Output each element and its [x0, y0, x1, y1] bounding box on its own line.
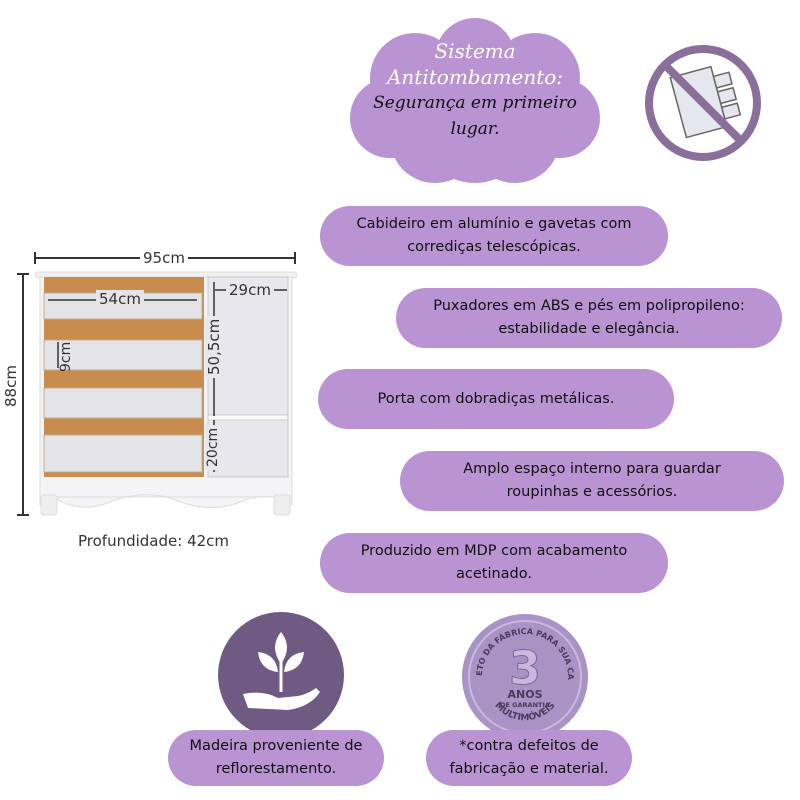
feature-text: Produzido em MDP com acabamento [360, 543, 628, 559]
cloud-shape [350, 18, 600, 183]
feature-text: corrediças telescópicas. [407, 239, 581, 255]
depth-label: Profundidade: 42cm [78, 532, 230, 550]
feature-text: Porta com dobradiças metálicas. [377, 390, 615, 407]
furniture-drawing [17, 252, 298, 516]
seal-anos: ANOS [508, 688, 543, 701]
feature-text: acetinado. [455, 566, 532, 582]
eco-text: reflorestamento. [215, 761, 337, 777]
lower-compartment-height-label: 20cm [205, 424, 221, 470]
drawer-height-label: 9cm [58, 341, 74, 372]
title-line1: Sistema [434, 39, 516, 63]
warranty-seal: DIRETO DA FÁBRICA PARA SUA CASA 3 ANOS D… [460, 612, 588, 740]
feature-text: estabilidade e elegância. [498, 321, 680, 337]
eco-text: Madeira proveniente de [189, 738, 363, 754]
compartment-width-label: 29cm [226, 281, 274, 299]
warranty-text: *contra defeitos de [459, 738, 599, 754]
subtitle-line2: lugar. [450, 119, 500, 139]
seal-garantia: DE GARANTIA [500, 701, 550, 709]
cloud-title: Sistema Antitombamento: Segurança em pri… [350, 38, 600, 142]
feature-text: Cabideiro em alumínio e gavetas com [356, 216, 632, 232]
feature-pill-2: Puxadores em ABS e pés em polipropileno:… [396, 288, 782, 348]
subtitle-line1: Segurança em primeiro [373, 93, 577, 113]
drawer-width-label: 54cm [96, 290, 144, 308]
upper-compartment-height-label: 50,5cm [205, 315, 223, 378]
height-label: 88cm [2, 362, 20, 410]
feature-pill-5: Produzido em MDP com acabamento acetinado… [320, 533, 668, 593]
feature-text: Puxadores em ABS e pés em polipropileno: [433, 298, 745, 314]
no-tipping-icon [645, 45, 761, 161]
width-label: 95cm [140, 249, 188, 267]
warranty-pill: *contra defeitos de fabricação e material… [426, 730, 632, 786]
eco-pill: Madeira proveniente de reflorestamento. [168, 730, 384, 786]
title-line2: Antitombamento: [386, 65, 564, 89]
warranty-text: fabricação e material. [449, 761, 609, 777]
feature-text: Amplo espaço interno para guardar [463, 461, 721, 477]
leaf-hand-icon [218, 612, 344, 738]
feature-pill-3: Porta com dobradiças metálicas. [318, 369, 674, 429]
seal-number: 3 [509, 641, 541, 695]
feature-pill-1: Cabideiro em alumínio e gavetas com corre… [320, 206, 668, 266]
feature-text: roupinhas e acessórios. [506, 484, 678, 500]
feature-pill-4: Amplo espaço interno para guardar roupinh… [400, 451, 784, 511]
